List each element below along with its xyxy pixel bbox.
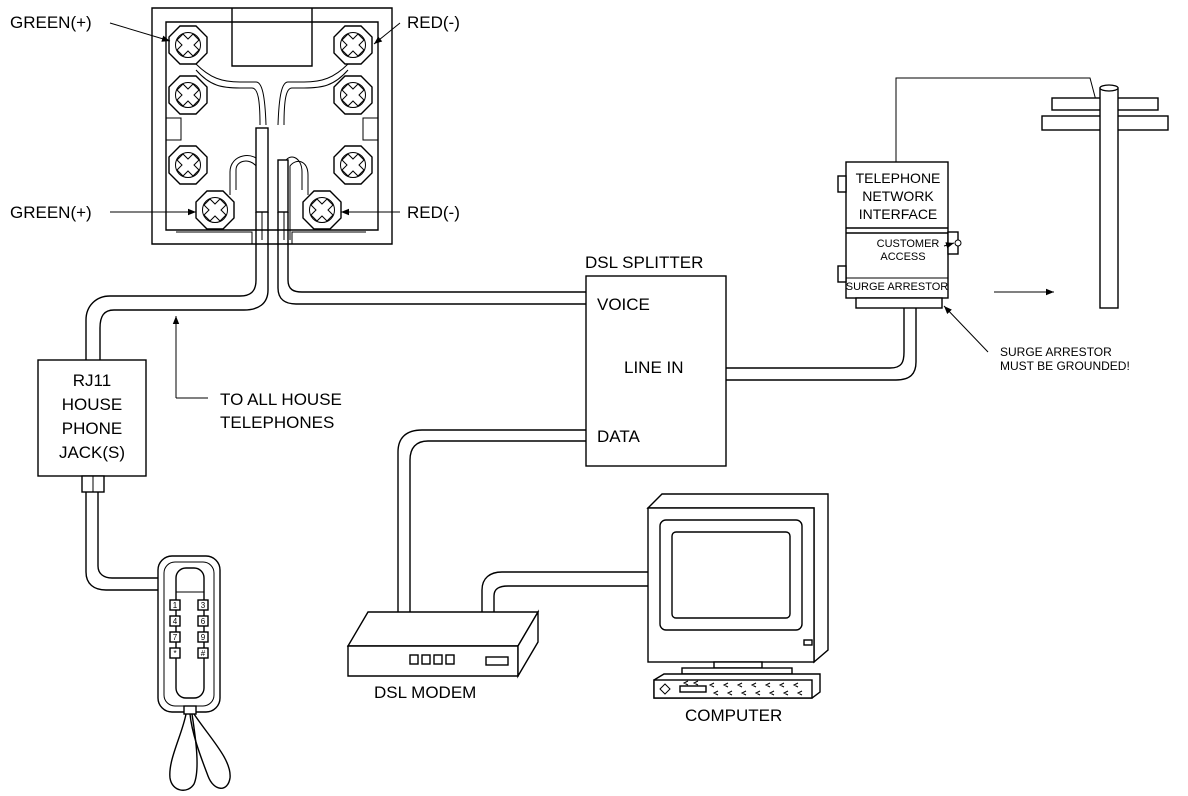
phone-key: 4	[173, 617, 178, 626]
phone-key: 1	[173, 601, 178, 610]
phone-key: #	[201, 649, 206, 658]
terminal-block	[151, 7, 393, 245]
label-red-top: RED(-)	[407, 13, 460, 32]
nid-customer-line1: CUSTOMER	[877, 238, 940, 250]
nid-customer-line2: ACCESS	[880, 251, 925, 263]
jack-line1: RJ11	[73, 371, 111, 390]
cables	[85, 77, 1099, 614]
modem-label: DSL MODEM	[374, 683, 476, 702]
network-interface-device: TELEPHONE NETWORK INTERFACE CUSTOMER ACC…	[837, 161, 962, 309]
surge-note-line2: MUST BE GROUNDED!	[1000, 359, 1130, 373]
terminal-screw-icon	[195, 190, 235, 230]
jack-line2: HOUSE	[62, 395, 122, 414]
jack-line3: PHONE	[62, 419, 122, 438]
dsl-modem-icon	[346, 609, 540, 679]
terminal-screw-icon	[333, 145, 373, 185]
splitter-port-line-in: LINE IN	[624, 358, 684, 377]
arrow-surge-arrestor	[943, 305, 989, 353]
phone-key: 9	[201, 633, 206, 642]
label-green-bottom: GREEN(+)	[10, 203, 92, 222]
splitter-port-voice: VOICE	[597, 295, 650, 314]
note-house-line1: TO ALL HOUSE	[220, 390, 342, 409]
nid-surge-label: SURGE ARRESTOR	[846, 281, 949, 293]
jack-line4: JACK(S)	[59, 443, 125, 462]
wall-telephone-icon: 1 3 4 6 7 9 * #	[157, 555, 231, 791]
nid-line1: TELEPHONE	[856, 170, 941, 186]
utility-pole-icon	[1041, 84, 1169, 309]
nid-line3: INTERFACE	[859, 206, 938, 222]
phone-key: 6	[201, 617, 206, 626]
phone-key: 7	[173, 633, 178, 642]
terminal-screw-icon	[333, 75, 373, 115]
phone-key: *	[173, 649, 176, 658]
house-phone-jack: RJ11 HOUSE PHONE JACK(S)	[37, 359, 147, 493]
dsl-splitter: VOICE LINE IN DATA	[585, 275, 727, 467]
terminal-screw-icon	[168, 25, 208, 65]
nid-line2: NETWORK	[862, 188, 934, 204]
arrow-green-top	[109, 22, 171, 42]
terminal-screw-icon	[333, 25, 373, 65]
label-green-top: GREEN(+)	[10, 13, 92, 32]
phone-key: 3	[201, 601, 206, 610]
terminal-screw-icon	[168, 75, 208, 115]
terminal-screw-icon	[168, 145, 208, 185]
desktop-computer-icon	[646, 493, 829, 699]
surge-note-line1: SURGE ARRESTOR	[1000, 345, 1112, 359]
terminal-screw-icon	[302, 190, 342, 230]
splitter-title: DSL SPLITTER	[585, 253, 703, 272]
computer-label: COMPUTER	[685, 706, 782, 725]
note-house-line2: TELEPHONES	[220, 413, 334, 432]
label-red-bottom: RED(-)	[407, 203, 460, 222]
splitter-port-data: DATA	[597, 427, 640, 446]
arrow-red-top	[373, 22, 401, 45]
